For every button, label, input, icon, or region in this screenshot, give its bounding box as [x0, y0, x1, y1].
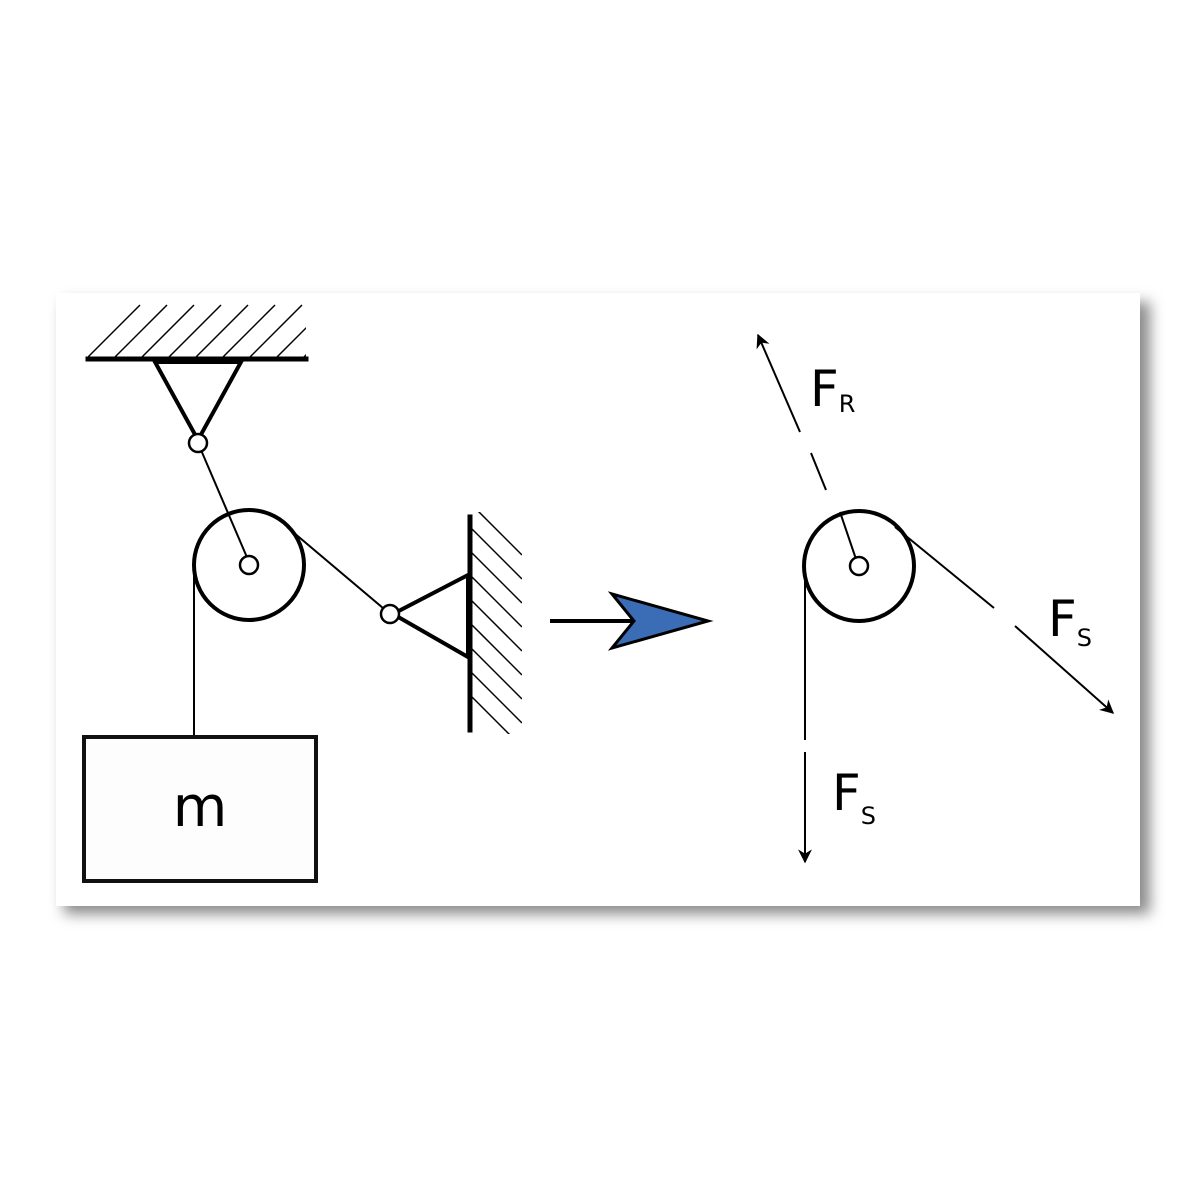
- pulley-wheel: [192, 508, 306, 622]
- wall-hatching: [472, 512, 522, 734]
- ceiling-hatching: [88, 304, 306, 358]
- free-body-pulley-wheel: [802, 509, 916, 623]
- mass-block: m: [82, 735, 318, 883]
- rope-force-label-down: FS: [832, 764, 876, 830]
- rope-force-arrow-right: [1014, 625, 1115, 714]
- ceiling-pin: [187, 432, 209, 454]
- pulley-axle: [238, 554, 260, 576]
- resultant-line-inner: [839, 511, 859, 566]
- ceiling-support: [85, 304, 309, 445]
- resultant-line-gap-segment: [810, 452, 827, 491]
- free-body-pulley-axle: [848, 555, 870, 577]
- pulley-hanger: [197, 442, 250, 563]
- rope-to-wall: [286, 526, 391, 615]
- resultant-force-label: FR: [810, 360, 855, 418]
- mass-box: [82, 735, 318, 883]
- wall-pin: [379, 603, 401, 625]
- rope-force-line-right: [894, 526, 995, 609]
- wall-support: [379, 512, 522, 734]
- mass-label: m: [173, 775, 228, 840]
- resultant-force-arrow: [756, 333, 801, 433]
- transition-arrow-head: [607, 591, 714, 651]
- ceiling-bracket: [151, 360, 245, 445]
- rope-force-label-right: FS: [1048, 590, 1092, 652]
- wall-bracket: [388, 571, 470, 661]
- free-body-pulley: [756, 333, 1115, 864]
- transition-arrow: [550, 591, 714, 651]
